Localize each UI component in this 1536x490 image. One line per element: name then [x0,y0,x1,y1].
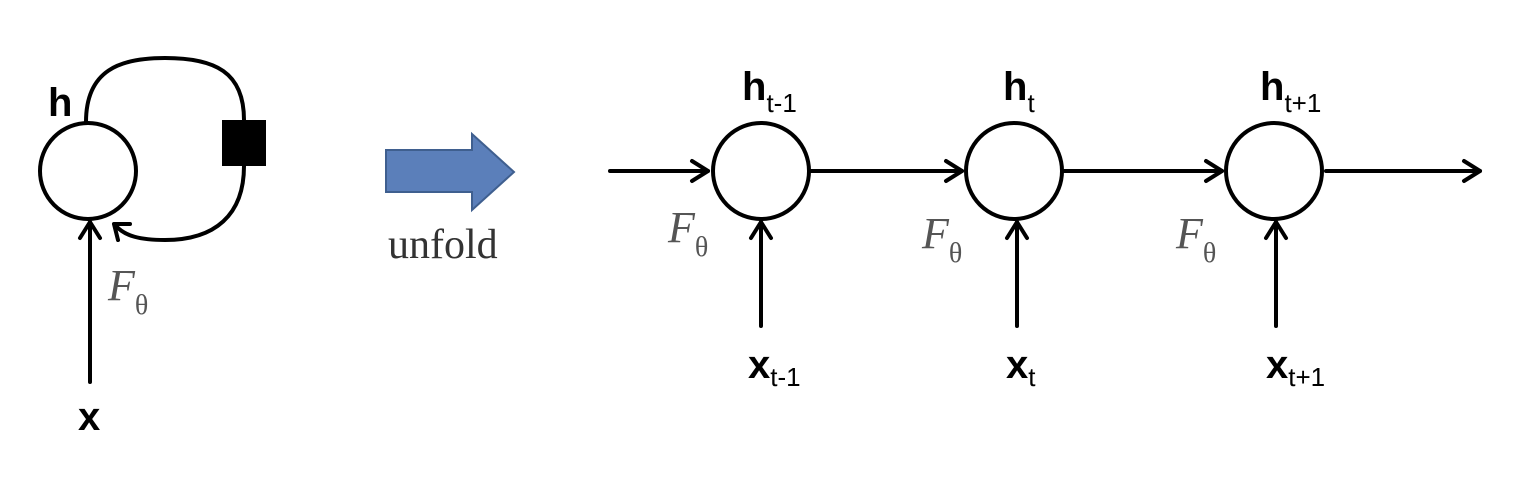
input-arrowhead [749,220,773,240]
folded-hidden-node [38,121,138,221]
delay-square [222,120,266,166]
hidden-label: ht-1 [742,65,797,118]
chain-arrowhead-1-2 [944,159,964,183]
unfold-arrow [385,131,516,213]
recurrent-loop-top [84,56,246,124]
function-label: Fθ [667,203,708,263]
function-label: Fθ [1175,209,1216,269]
folded-input-arrowhead [78,220,102,240]
unfold-transition: unfold [385,131,516,268]
hidden-label: ht [1003,65,1035,118]
folded-function-label: Fθ [107,261,148,321]
recurrent-loop-bottom [114,164,246,242]
step-t-minus-1: ht-1 xt-1 Fθ [667,65,811,392]
input-label: xt [1006,343,1036,392]
unfolded-rnn: ht-1 xt-1 Fθ ht xt Fθ ht+1 xt+1 Fθ [608,65,1482,392]
input-arrowhead [1005,220,1029,240]
unfold-label: unfold [388,222,498,268]
recurrent-arrowhead [112,222,132,242]
folded-input-label: x [78,395,100,439]
hidden-node [1224,121,1324,221]
chain-arrowhead-2-3 [1204,159,1224,183]
folded-hidden-label: h [48,81,72,125]
step-t: ht xt Fθ [921,65,1064,392]
hidden-node [711,121,811,221]
input-label: xt+1 [1266,343,1325,392]
input-arrowhead [1264,220,1288,240]
function-label: Fθ [921,209,962,269]
input-label: xt-1 [748,343,801,392]
folded-rnn: h x Fθ [38,56,266,439]
chain-arrowhead-out [1462,159,1482,183]
step-t-plus-1: ht+1 xt+1 Fθ [1175,65,1325,392]
hidden-node [964,121,1064,221]
chain-arrowhead-in [690,159,710,183]
hidden-label: ht+1 [1260,65,1321,118]
